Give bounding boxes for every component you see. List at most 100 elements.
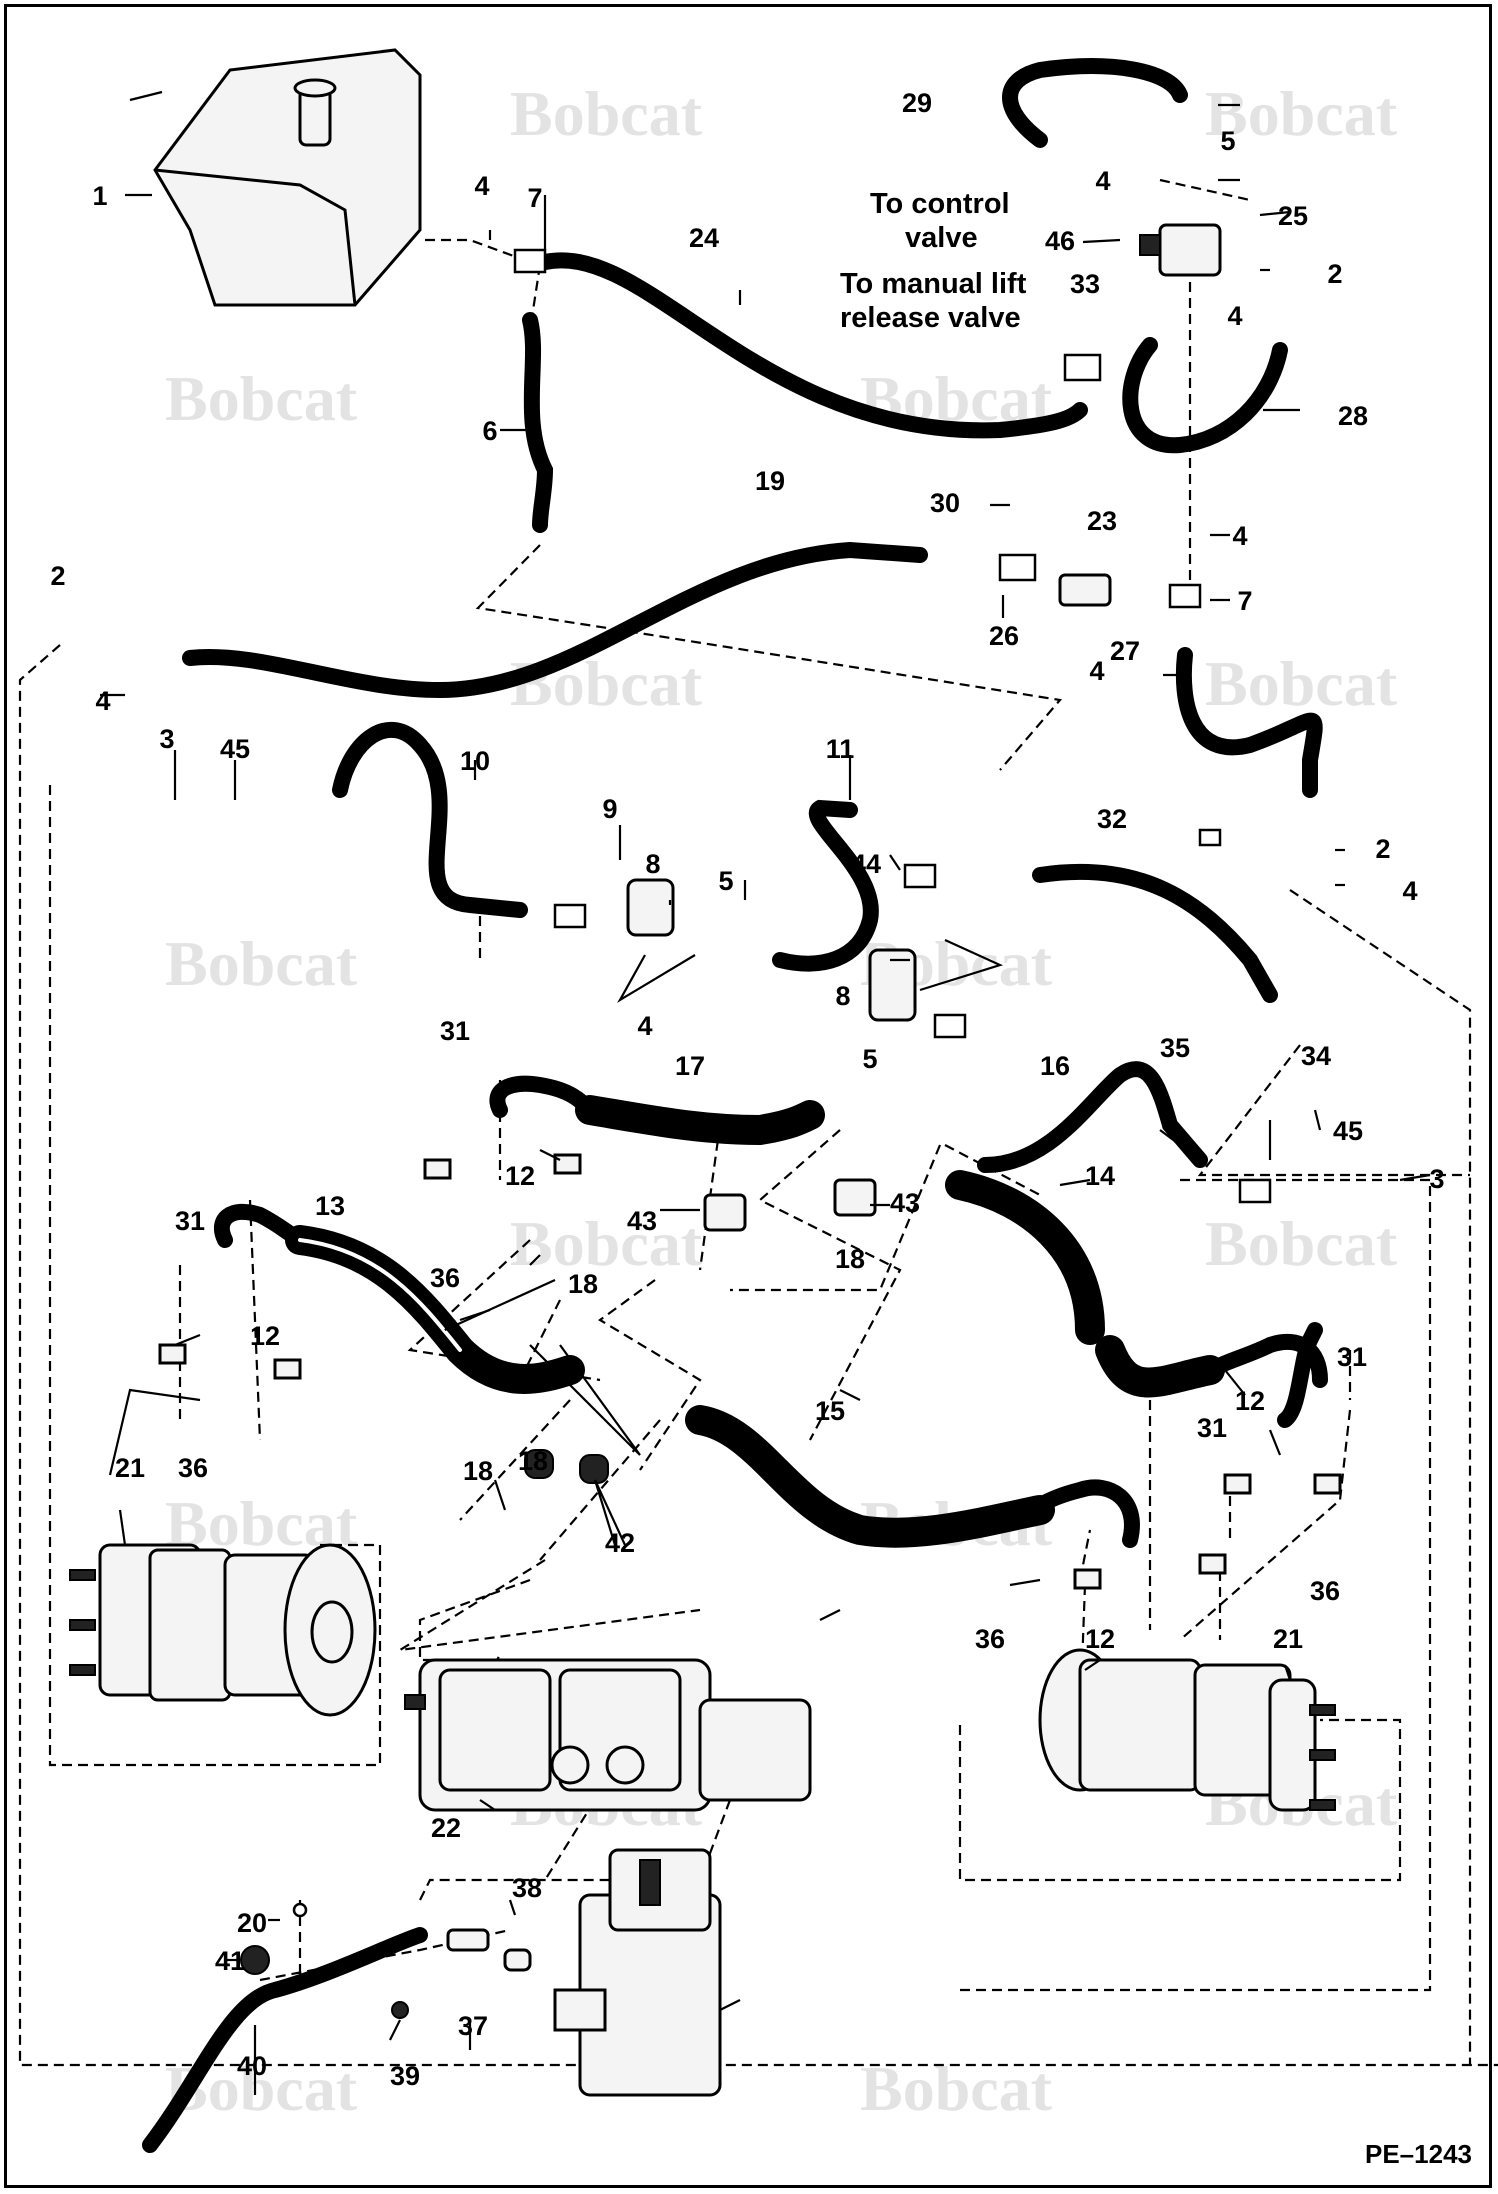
- parts: [69, 48, 1342, 2097]
- callout-4: 4: [1227, 301, 1242, 331]
- callout-4: 4: [474, 171, 489, 201]
- callout-28: 28: [1338, 401, 1368, 431]
- hoses: [142, 58, 1328, 2153]
- callout-13: 13: [315, 1191, 345, 1221]
- callout-42: 42: [605, 1528, 635, 1558]
- reservoir-tank: [153, 48, 422, 307]
- callout-8: 8: [835, 981, 850, 1011]
- filters: [626, 573, 1112, 1022]
- callout-31: 31: [1337, 1342, 1367, 1372]
- callout-21: 21: [115, 1453, 145, 1483]
- callout-8: 8: [645, 849, 660, 879]
- right-drive-motor: [1038, 1648, 1336, 1812]
- callout-5: 5: [1220, 126, 1235, 156]
- callout-2: 2: [50, 561, 65, 591]
- callout-40: 40: [237, 2051, 267, 2081]
- watermark: Bobcat: [510, 648, 703, 719]
- callout-3: 3: [1429, 1164, 1444, 1194]
- callout-12: 12: [250, 1321, 280, 1351]
- callout-7: 7: [527, 183, 542, 213]
- callout-2: 2: [1375, 834, 1390, 864]
- callout-9: 9: [602, 794, 617, 824]
- callout-27: 27: [1110, 636, 1140, 666]
- callout-46: 46: [1045, 226, 1075, 256]
- callout-1: 1: [92, 181, 107, 211]
- watermark: Bobcat: [860, 2053, 1053, 2124]
- callout-12: 12: [1085, 1624, 1115, 1654]
- watermark: Bobcat: [1205, 648, 1398, 719]
- callout-21: 21: [1273, 1624, 1303, 1654]
- fitting-small-parts: [158, 1153, 1342, 2019]
- callout-5: 5: [862, 1044, 877, 1074]
- callout-18: 18: [463, 1456, 493, 1486]
- callout-33: 33: [1070, 269, 1100, 299]
- callout-11: 11: [826, 734, 855, 764]
- callout-10: 10: [460, 746, 490, 776]
- callout-15: 15: [815, 1396, 845, 1426]
- callout-38: 38: [512, 1873, 542, 1903]
- callout-25: 25: [1278, 201, 1308, 231]
- callout-36: 36: [1310, 1576, 1340, 1606]
- callout-18: 18: [518, 1446, 548, 1476]
- callout-22: 22: [431, 1813, 461, 1843]
- leader-lines: [100, 90, 1431, 2095]
- callout-45: 45: [220, 734, 250, 764]
- callout-18: 18: [568, 1269, 598, 1299]
- callout-14: 14: [1085, 1161, 1115, 1191]
- callout-29: 29: [902, 88, 932, 118]
- callout-12: 12: [1235, 1386, 1265, 1416]
- tee-fittings: [513, 248, 1272, 1204]
- figure-code: PE–1243: [1365, 2139, 1472, 2169]
- callout-2: 2: [1327, 259, 1342, 289]
- callout-39: 39: [390, 2061, 420, 2091]
- left-drive-motor: [69, 1543, 377, 1717]
- callout-7: 7: [1237, 586, 1252, 616]
- callout-4: 4: [1402, 876, 1417, 906]
- callout-3: 3: [159, 724, 174, 754]
- callout-34: 34: [1301, 1041, 1331, 1071]
- callout-31: 31: [175, 1206, 205, 1236]
- callout-4: 4: [1089, 656, 1104, 686]
- watermark: Bobcat: [165, 928, 358, 999]
- callout-31: 31: [1197, 1413, 1227, 1443]
- callout-30: 30: [930, 488, 960, 518]
- diagram-frame: [4, 4, 1492, 2188]
- callout-17: 17: [675, 1051, 705, 1081]
- callout-20: 20: [237, 1908, 267, 1938]
- callout-31: 31: [440, 1016, 470, 1046]
- watermark: Bobcat: [1205, 1208, 1398, 1279]
- callout-12: 12: [505, 1161, 535, 1191]
- watermark: Bobcat: [510, 1208, 703, 1279]
- watermark: Bobcat: [165, 363, 358, 434]
- callout-36: 36: [430, 1263, 460, 1293]
- callout-35: 35: [1160, 1033, 1190, 1063]
- callout-19: 19: [755, 466, 785, 496]
- callout-37: 37: [458, 2011, 488, 2041]
- callout-4: 4: [1232, 521, 1247, 551]
- callout-45: 45: [1333, 1116, 1363, 1146]
- directional-valve: [1139, 223, 1222, 277]
- callout-41: 41: [215, 1946, 245, 1976]
- callout-16: 16: [1040, 1051, 1070, 1081]
- callout-5: 5: [718, 866, 733, 896]
- callout-4: 4: [1095, 166, 1110, 196]
- watermark: Bobcat: [1205, 78, 1398, 149]
- adapters: [524, 1178, 877, 1484]
- watermark: Bobcat: [510, 78, 703, 149]
- callout-32: 32: [1097, 804, 1127, 834]
- callout-4: 4: [95, 686, 110, 716]
- callout-4: 4: [637, 1011, 652, 1041]
- callout-36: 36: [975, 1624, 1005, 1654]
- hydrostatic-pump: [404, 1658, 812, 1812]
- callout-6: 6: [482, 416, 497, 446]
- callout-24: 24: [689, 223, 719, 253]
- callout-36: 36: [178, 1453, 208, 1483]
- callout-26: 26: [989, 621, 1019, 651]
- control-valve-block: [553, 1848, 722, 2097]
- callout-43: 43: [627, 1206, 657, 1236]
- callout-23: 23: [1087, 506, 1117, 536]
